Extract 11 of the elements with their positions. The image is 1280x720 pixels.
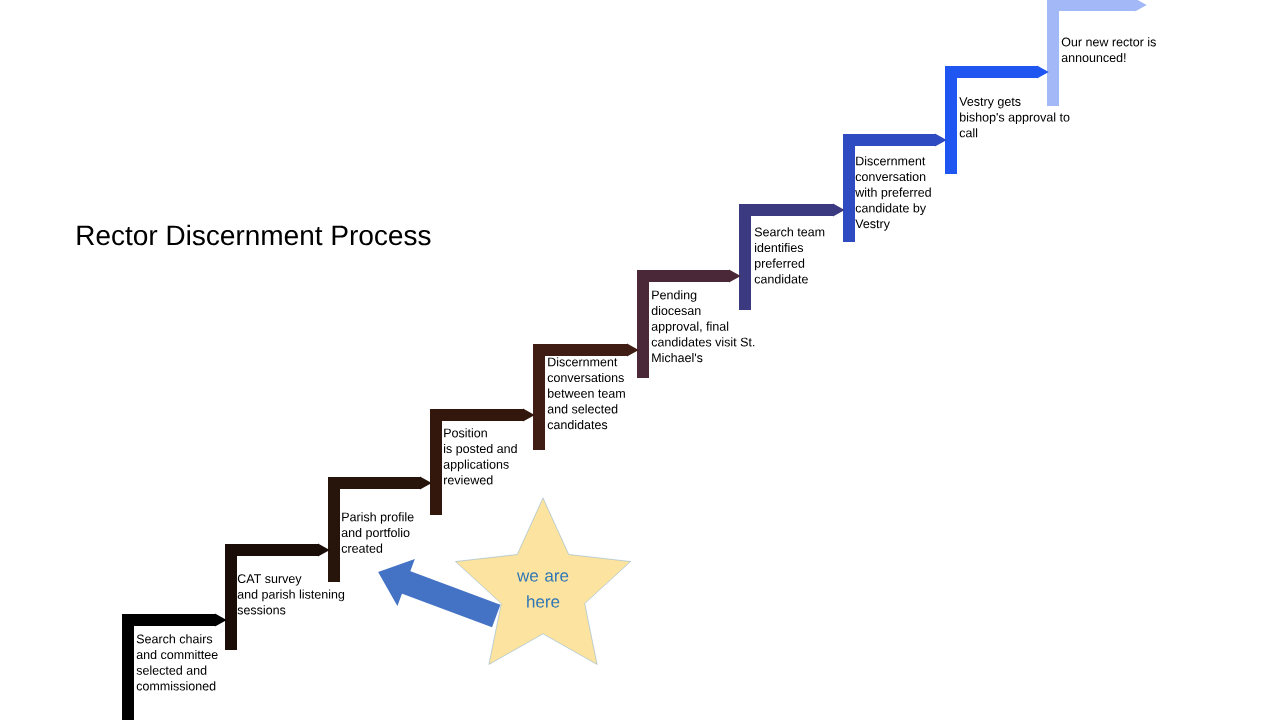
node-label: Discernment conversation with preferred candidate by Vestry	[855, 156, 931, 231]
node-label: Search team identifies preferred candidate	[754, 227, 825, 284]
step: Search chairs and committee selected and commissioned	[122, 628, 218, 720]
node-label: Discernment conversations between team and selected candidates	[547, 357, 625, 430]
step: Discernment conversations between team and selected candidates	[533, 351, 625, 450]
node-label: Position is posted and applications reviewed	[443, 428, 517, 485]
title: Rector Discernment Process	[77, 224, 431, 246]
node-label: Search chairs and committee selected and commissioned	[136, 634, 218, 691]
step: Discernment conversation with preferred candidate by Vestry	[843, 150, 931, 242]
node-label: Our new rector is announced!	[1061, 37, 1156, 63]
node-label: Parish profile and portfolio created	[341, 512, 414, 553]
